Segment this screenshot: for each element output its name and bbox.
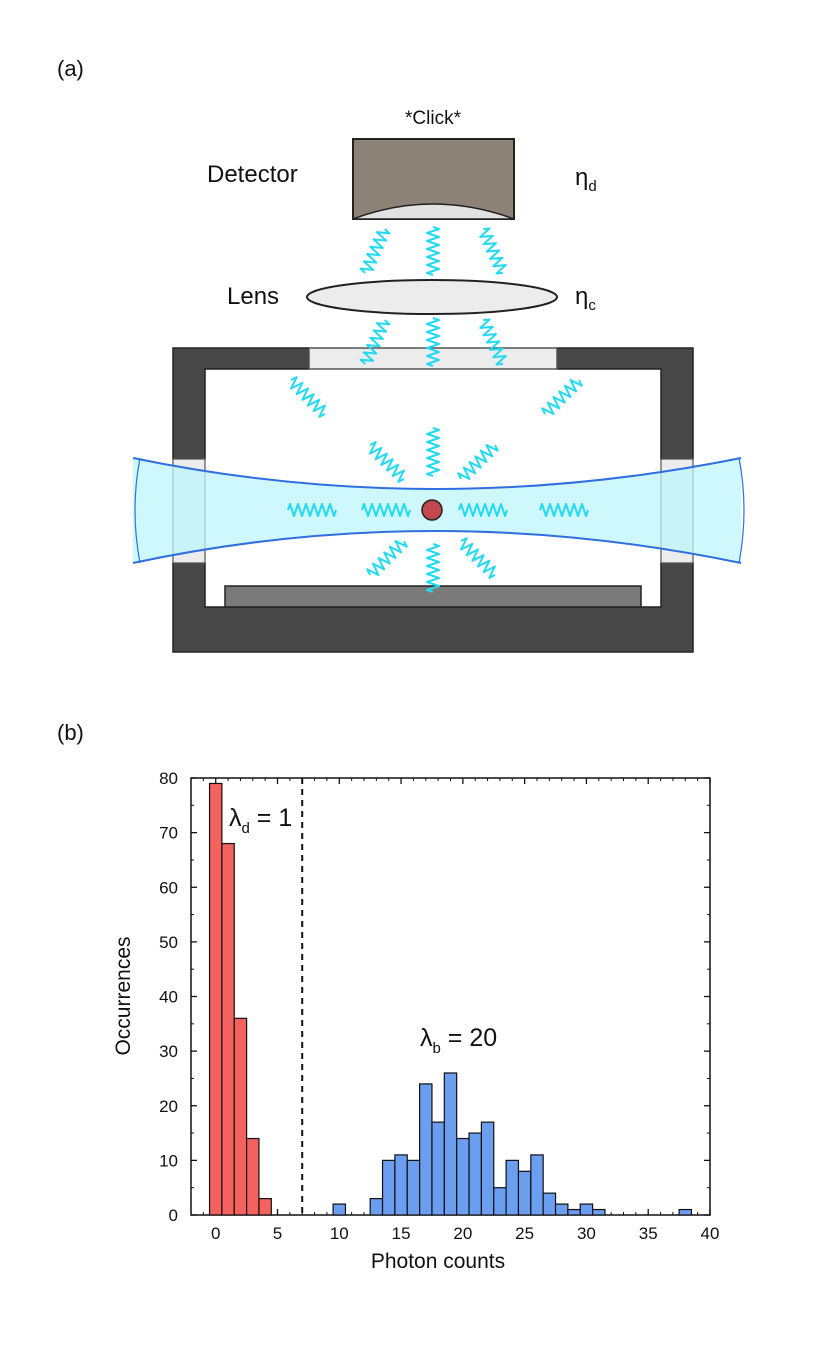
bar-bright-17 <box>419 1083 433 1216</box>
y-tick-label: 50 <box>159 933 178 952</box>
bar-bright-16 <box>406 1159 421 1216</box>
bar-dark-0 <box>208 782 223 1216</box>
y-tick-label: 80 <box>159 769 178 788</box>
bar-dark-2 <box>233 1017 248 1216</box>
x-tick-label: 40 <box>701 1224 720 1243</box>
y-axis-label: Occurrences <box>112 936 135 1055</box>
panel-a: (a) *Click* Detector ηd Lens ηc <box>57 56 745 653</box>
detector-label: Detector <box>207 161 298 188</box>
bar-bright-13 <box>369 1198 384 1216</box>
y-ticks: 0 10 20 30 40 50 60 70 80 <box>159 769 710 1225</box>
y-tick-label: 40 <box>159 988 178 1007</box>
bar-bright-21 <box>468 1132 482 1216</box>
bar-bright-20 <box>456 1137 470 1216</box>
detector <box>352 138 515 220</box>
click-label: *Click* <box>405 108 462 129</box>
beam-edge-top <box>132 457 742 490</box>
detector-efficiency: ηd <box>575 164 597 195</box>
lens <box>306 279 558 315</box>
y-tick-label: 10 <box>159 1151 178 1170</box>
beam-edge-bottom <box>132 530 742 564</box>
y-tick-label: 70 <box>159 824 178 843</box>
bar-bright-25 <box>517 1170 532 1216</box>
bar-bright-30 <box>579 1203 594 1216</box>
atom <box>421 499 443 521</box>
bar-bright-19 <box>443 1072 458 1216</box>
bar-bright-38 <box>678 1208 693 1216</box>
x-tick-label: 0 <box>211 1224 220 1243</box>
histogram: 0 10 20 30 40 50 60 70 80 0 5 10 15 20 25 30 35 40 Photo… <box>112 769 719 1273</box>
lambda-b-annotation: λb = 20 <box>420 1024 497 1057</box>
bar-bright-10 <box>332 1203 347 1216</box>
bar-bright-26 <box>530 1154 544 1216</box>
bar-dark-4 <box>258 1198 272 1216</box>
y-tick-label: 60 <box>159 878 178 897</box>
x-tick-label: 35 <box>639 1224 658 1243</box>
bar-bright-29 <box>567 1208 581 1216</box>
lens-efficiency: ηc <box>575 283 596 314</box>
bar-dark-1 <box>221 842 235 1216</box>
chamber-base-plate <box>224 585 642 608</box>
x-tick-label: 10 <box>330 1224 349 1243</box>
bar-bright-22 <box>480 1121 495 1216</box>
y-tick-label: 0 <box>169 1206 178 1225</box>
panel-b-label: (b) <box>57 720 84 745</box>
lens-label: Lens <box>227 283 279 310</box>
bar-bright-18 <box>431 1121 445 1216</box>
x-tick-label: 30 <box>577 1224 596 1243</box>
bar-bright-15 <box>394 1154 408 1216</box>
detector-window <box>352 203 515 220</box>
bar-dark-3 <box>246 1137 260 1216</box>
x-axis-label: Photon counts <box>371 1250 505 1273</box>
y-tick-label: 20 <box>159 1097 178 1116</box>
bar-bright-28 <box>554 1203 569 1216</box>
photons-detector-lens <box>358 225 510 277</box>
bar-bright-24 <box>505 1159 520 1216</box>
lambda-d-annotation: λd = 1 <box>229 804 292 837</box>
bar-bright-14 <box>381 1159 396 1216</box>
x-tick-label: 5 <box>273 1224 282 1243</box>
bar-bright-31 <box>592 1208 606 1216</box>
x-tick-label: 25 <box>515 1224 534 1243</box>
panel-b: (b) 0 10 20 30 40 50 60 70 80 0 5 10 15 20 25 30 35 40 P… <box>57 720 719 1273</box>
beam-end-right <box>738 457 745 564</box>
chamber-top-left-wall <box>172 347 310 460</box>
chamber-top-right-wall <box>556 347 694 460</box>
panel-a-label: (a) <box>57 56 84 81</box>
bar-bright-23 <box>493 1187 507 1216</box>
x-tick-label: 15 <box>392 1224 411 1243</box>
beam-end-left <box>134 457 141 564</box>
x-tick-label: 20 <box>453 1224 472 1243</box>
y-tick-label: 30 <box>159 1042 178 1061</box>
bars <box>208 782 693 1216</box>
bar-bright-27 <box>542 1192 557 1216</box>
